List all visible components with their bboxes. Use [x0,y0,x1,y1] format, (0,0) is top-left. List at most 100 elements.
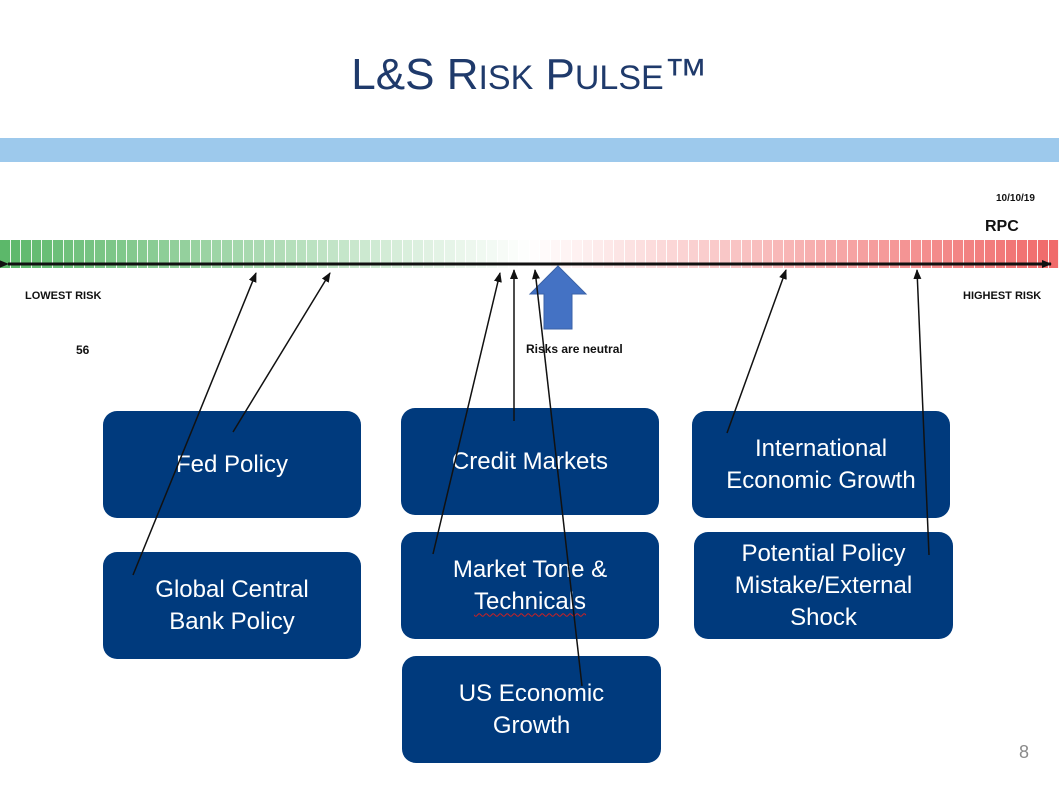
gauge-cell [317,240,329,268]
gauge-cell [667,240,678,268]
gauge-cell [0,240,11,268]
gauge-cell [190,240,202,268]
gauge-cell [201,240,212,268]
gauge-cell [921,240,933,268]
gauge-cell [815,240,827,268]
intl-growth-arrow [726,269,787,434]
gauge-cell [264,240,276,268]
risk-status-label: Risks are neutral [526,342,623,356]
gauge-cell [847,240,859,268]
gauge-cell [105,240,117,268]
gauge-cell [180,240,191,268]
gauge-cell [964,240,975,268]
gauge-cell [625,240,636,268]
gauge-cell [381,240,392,268]
gauge-cell [762,240,774,268]
gauge-cell [497,240,509,268]
gauge-cell [730,240,742,268]
gauge-cell [572,240,583,268]
gauge-cell [328,240,339,268]
gauge-cell [582,240,594,268]
gauge-cell [360,240,371,268]
gauge-cell [487,240,498,268]
gauge-cell [858,240,869,268]
rpc-label: RPC [985,218,1019,235]
gauge-cell [550,240,562,268]
us-growth-arrow [532,269,583,687]
gauge-cell [720,240,731,268]
gauge-cell [148,240,159,268]
gauge-cell [974,240,986,268]
gauge-cell [826,240,837,268]
gauge-cell [42,240,53,268]
gauge-cell [889,240,901,268]
international-growth-box: International Economic Growth [692,411,950,518]
gauge-cell [900,240,912,268]
gauge-cell [783,240,795,268]
gauge-cell [52,240,64,268]
gauge-cell [508,240,520,268]
gauge-cell [423,240,435,268]
gauge-cell [286,240,297,268]
gauge-cell [529,240,541,268]
gauge-cell [233,240,244,268]
gauge-cell [932,240,943,268]
global-central-bank-box: Global Central Bank Policy [103,552,361,659]
date-label: 10/10/19 [996,193,1035,204]
risk-score: 56 [76,343,90,357]
gauge-cell [540,240,551,268]
gauge-cell [614,240,626,268]
gauge-cell [519,240,530,268]
gauge-cell [63,240,75,268]
gauge-cell [127,240,138,268]
market-tone-box: Market Tone &Technicals [401,532,659,639]
gauge-cell [455,240,467,268]
gauge-cell [391,240,403,268]
policy-mistake-arrow [913,269,930,556]
gauge-cell [466,240,477,268]
gauge-cell [879,240,890,268]
gauge-cell [805,240,816,268]
neutral-pointer-arrow [528,265,588,330]
gauge-cell [95,240,106,268]
risk-gauge [0,240,1059,268]
gauge-cell [169,240,181,268]
gauge-cell [413,240,424,268]
us-economic-growth-box: US Economic Growth [402,656,661,763]
gauge-cell [116,240,128,268]
gauge-cell [942,240,954,268]
gauge-cell [434,240,445,268]
gauge-cell [254,240,265,268]
fed-policy-arrow [232,272,331,433]
gauge-cell [688,240,700,268]
gauge-cell [635,240,647,268]
gauge-cell [678,240,689,268]
gauge-cell [10,240,22,268]
gauge-cell [402,240,414,268]
gauge-cell [444,240,456,268]
gauge-cell [137,240,149,268]
gauge-cell [836,240,848,268]
header-band [0,138,1059,162]
market-tone-arrow [432,272,502,555]
gauge-cell [699,240,710,268]
gauge-cell [773,240,784,268]
gauge-cell [953,240,965,268]
gauge-cell [211,240,223,268]
highest-risk-label: HIGHEST RISK [963,290,1042,302]
gauge-cell [752,240,763,268]
gauge-cell [243,240,255,268]
gauge-cell [911,240,922,268]
gauge-cell [275,240,287,268]
lowest-risk-label: LOWEST RISK [25,290,102,302]
policy-mistake-box: Potential Policy Mistake/External Shock [694,532,953,639]
gauge-cell [307,240,318,268]
gauge-cell [74,240,85,268]
gauge-cell [158,240,170,268]
gauge-cell [646,240,657,268]
gauge-cell [21,240,32,268]
gauge-cell [995,240,1007,268]
gauge-cell [296,240,308,268]
gauge-cell [794,240,806,268]
